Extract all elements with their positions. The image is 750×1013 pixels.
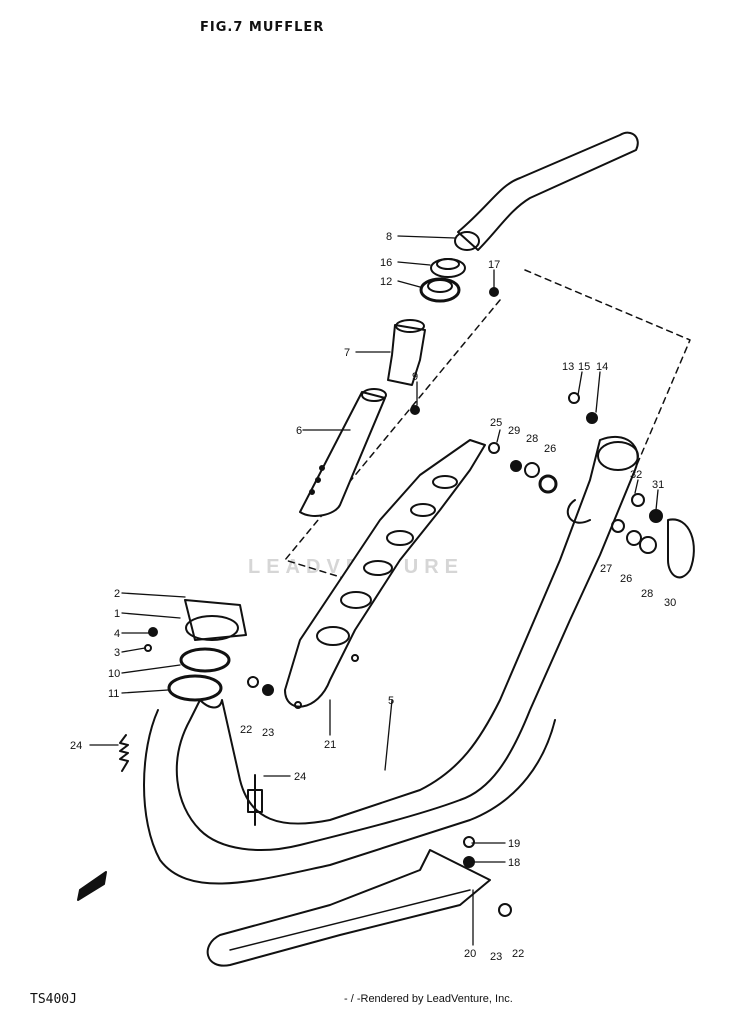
callout-26: 26 [544, 443, 556, 455]
callout-17: 17 [488, 259, 500, 271]
tail-pipe-part[interactable] [454, 131, 639, 251]
callout-2: 2 [114, 588, 120, 600]
callout-24: 24 [70, 740, 82, 752]
model-code: TS400J [30, 992, 77, 1007]
callout-3: 3 [114, 647, 120, 659]
spring-part[interactable] [119, 734, 263, 826]
callout-13: 13 [562, 361, 574, 373]
figure-title: FIG.7 MUFFLER [200, 20, 325, 35]
callout-23: 23 [490, 951, 502, 963]
callout-19: 19 [508, 838, 520, 850]
callout-9: 9 [412, 371, 418, 383]
callout-6: 6 [296, 425, 302, 437]
callout-8: 8 [386, 231, 392, 243]
callout-10: 10 [108, 668, 120, 680]
callout-29: 29 [508, 425, 520, 437]
front-arrow-icon [77, 871, 107, 901]
render-credit: - / -Rendered by LeadVenture, Inc. [344, 993, 513, 1005]
callout-18: 18 [508, 857, 520, 869]
callout-22: 22 [512, 948, 524, 960]
muffler-body-part[interactable] [143, 435, 639, 885]
callout-4: 4 [114, 628, 120, 640]
pipe-ring-part[interactable] [419, 258, 499, 303]
callout-23: 23 [262, 727, 274, 739]
callout-32: 32 [630, 469, 642, 481]
exhaust-flange-part[interactable] [144, 599, 247, 702]
callout-16: 16 [380, 257, 392, 269]
callout-12: 12 [380, 276, 392, 288]
callout-26: 26 [620, 573, 632, 585]
silencer-insert-part[interactable] [299, 388, 420, 517]
callout-7: 7 [344, 347, 350, 359]
callout-24: 24 [294, 771, 306, 783]
callout-1: 1 [114, 608, 120, 620]
callout-28: 28 [641, 588, 653, 600]
callout-11: 11 [108, 688, 119, 700]
heat-shield-part[interactable] [284, 439, 486, 709]
pipe-connector-part[interactable] [387, 319, 426, 386]
callout-20: 20 [464, 948, 476, 960]
callout-14: 14 [596, 361, 608, 373]
callout-27: 27 [600, 563, 612, 575]
callout-31: 31 [652, 479, 664, 491]
callout-22: 22 [240, 724, 252, 736]
callout-labels: 8 16 12 17 7 9 6 13 15 14 25 29 28 26 32… [70, 231, 676, 963]
callout-25: 25 [490, 417, 502, 429]
callout-5: 5 [388, 695, 394, 707]
callout-30: 30 [664, 597, 676, 609]
callout-28: 28 [526, 433, 538, 445]
mounting-hardware-part[interactable] [247, 392, 695, 917]
callout-21: 21 [324, 739, 336, 751]
callout-15: 15 [578, 361, 590, 373]
lower-guard-part[interactable] [206, 849, 491, 967]
